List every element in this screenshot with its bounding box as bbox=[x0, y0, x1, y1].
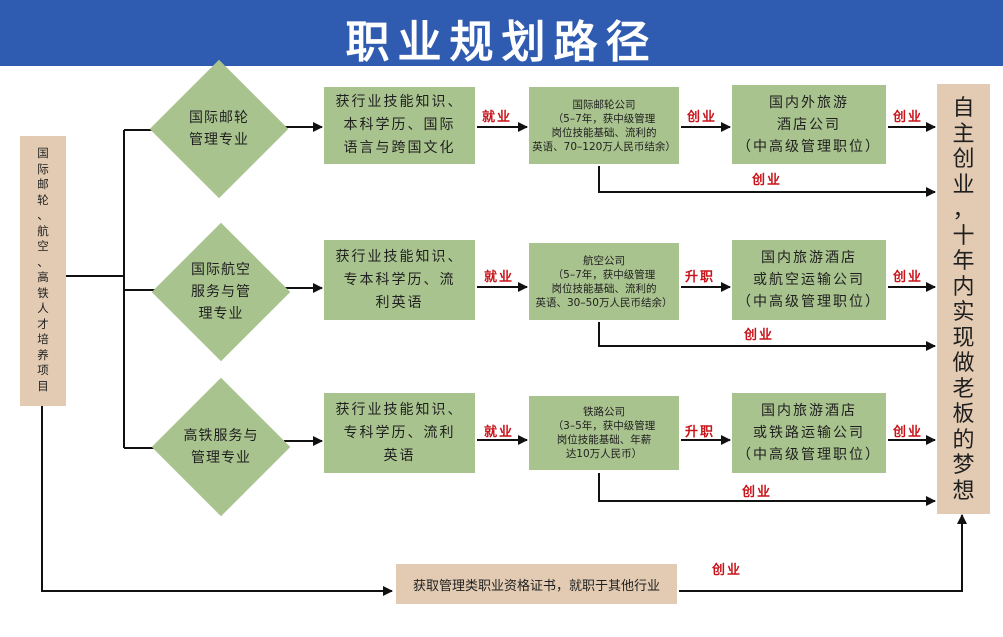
row2-company-to-goal-arrow bbox=[598, 322, 936, 351]
source-char: 际 bbox=[37, 161, 49, 176]
source-char: 空 bbox=[37, 239, 49, 253]
source-char: 邮 bbox=[37, 177, 49, 191]
row3-career-box: 国内旅游酒店 或铁路运输公司 （中高级管理职位） bbox=[732, 393, 886, 473]
goal-char: ， bbox=[952, 198, 975, 223]
source-to-bottom-arrow bbox=[41, 406, 393, 596]
row2-career-box: 国内旅游酒店 或航空运输公司 （中高级管理职位） bbox=[732, 240, 886, 320]
goal-char: 做 bbox=[952, 351, 975, 376]
goal-label: 自主创业，十年内实现做老板的梦想 bbox=[937, 96, 990, 504]
row3-edge4-label: 创业 bbox=[742, 485, 773, 500]
source-char: 培 bbox=[37, 332, 49, 346]
bottom-path-box: 获取管理类职业资格证书，就职于其他行业 bbox=[396, 564, 677, 604]
row2-edge4-label: 创业 bbox=[744, 328, 775, 343]
row2-edge3-label: 创业 bbox=[893, 270, 924, 285]
goal-box: 自主创业，十年内实现做老板的梦想 bbox=[937, 84, 990, 514]
source-char: 轮 bbox=[37, 192, 49, 207]
row1-company-to-goal-arrow bbox=[598, 166, 936, 197]
goal-char: 的 bbox=[952, 427, 975, 453]
goal-char: 板 bbox=[952, 402, 975, 427]
source-char: 目 bbox=[37, 378, 49, 393]
row2-edge2-label: 升职 bbox=[685, 270, 716, 285]
goal-char: 年 bbox=[952, 249, 975, 274]
source-label: 国际邮轮、航空、高铁人才培养项目 bbox=[20, 146, 66, 394]
row1-edge4-label: 创业 bbox=[752, 173, 783, 188]
source-char: 高 bbox=[37, 270, 49, 284]
row1-company-box: 国际邮轮公司 （5–7年，获中级管理 岗位技能基础、流利的 英语、70–120万… bbox=[529, 87, 679, 164]
row2-company-box: 航空公司 （5–7年，获中级管理 岗位技能基础、流利的 英语、30–50万人民币… bbox=[529, 243, 679, 320]
row1-skills-box: 获行业技能知识、 本科学历、国际 语言与跨国文化 bbox=[324, 87, 475, 164]
source-char: 人 bbox=[37, 301, 49, 315]
goal-char: 自 bbox=[952, 96, 975, 121]
row3-edge1-label: 就业 bbox=[484, 425, 515, 440]
source-box: 国际邮轮、航空、高铁人才培养项目 bbox=[20, 136, 66, 406]
row3-company-box: 铁路公司 （3–5年，获中级管理 岗位技能基础、年薪 达10万人民币） bbox=[529, 396, 679, 470]
source-char: 铁 bbox=[37, 285, 49, 300]
bottom-to-goal-arrow bbox=[679, 514, 967, 592]
source-char: 项 bbox=[37, 363, 49, 377]
row1-edge2-label: 创业 bbox=[687, 110, 718, 125]
goal-char: 业 bbox=[952, 172, 975, 198]
row3-edge3-label: 创业 bbox=[893, 425, 924, 440]
row2-skills-box: 获行业技能知识、 专本科学历、流 利英语 bbox=[324, 240, 475, 320]
row2-edge1-label: 就业 bbox=[484, 270, 515, 285]
source-char: 、 bbox=[37, 208, 49, 222]
source-char: 、 bbox=[37, 254, 49, 269]
goal-char: 十 bbox=[952, 223, 975, 249]
source-char: 才 bbox=[37, 316, 49, 331]
row3-company-to-goal-arrow bbox=[598, 473, 936, 506]
goal-char: 创 bbox=[952, 147, 975, 172]
bottom-path-label: 获取管理类职业资格证书，就职于其他行业 bbox=[412, 578, 660, 594]
goal-char: 现 bbox=[952, 325, 975, 351]
goal-char: 实 bbox=[952, 300, 975, 325]
page-title: 职业规划路径 bbox=[345, 17, 658, 68]
row3-edge2-label: 升职 bbox=[685, 425, 716, 440]
goal-char: 内 bbox=[952, 274, 975, 300]
source-char: 养 bbox=[37, 347, 49, 362]
row3-skills-box: 获行业技能知识、 专科学历、流利 英语 bbox=[324, 393, 475, 473]
source-char: 国 bbox=[37, 146, 49, 160]
source-char: 航 bbox=[37, 223, 49, 238]
row1-career-box: 国内外旅游 酒店公司 （中高级管理职位） bbox=[732, 85, 886, 164]
row1-edge1-label: 就业 bbox=[482, 110, 513, 125]
title-banner: 职业规划路径 bbox=[0, 0, 1003, 68]
row1-major-label: 国际邮轮 管理专业 bbox=[189, 110, 249, 148]
goal-char: 想 bbox=[952, 478, 975, 504]
bottom-edge-label: 创业 bbox=[712, 563, 743, 578]
row2-major-label: 国际航空 服务与管 理专业 bbox=[191, 262, 251, 322]
goal-char: 梦 bbox=[952, 453, 975, 478]
goal-char: 主 bbox=[952, 121, 975, 147]
goal-char: 老 bbox=[952, 376, 975, 402]
row3-major-label: 高铁服务与 管理专业 bbox=[183, 428, 259, 466]
row1-edge3-label: 创业 bbox=[893, 110, 924, 125]
